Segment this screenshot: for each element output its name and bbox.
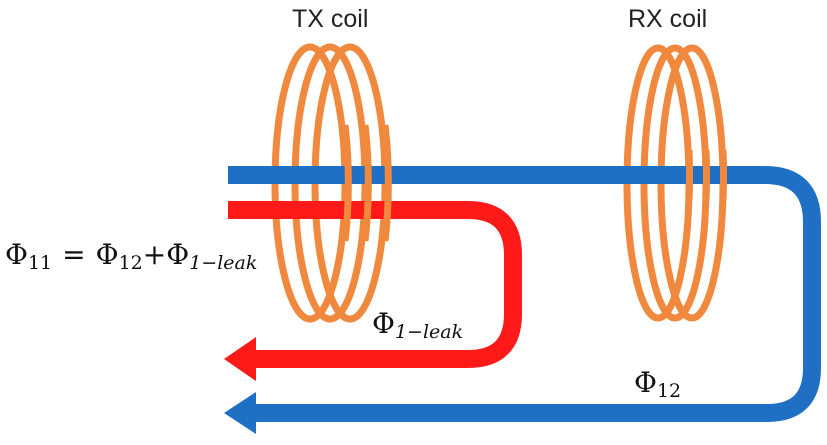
rx-coil bbox=[685, 149, 728, 201]
leak-flux-path bbox=[224, 201, 522, 381]
tx-coil-label: TX coil bbox=[292, 5, 368, 33]
mutual-flux-label: Φ12 bbox=[634, 366, 681, 402]
phi-11-subscript: 11 bbox=[28, 252, 52, 274]
phi-11-symbol: Φ bbox=[5, 238, 28, 271]
mutual-flux-subscript: 12 bbox=[657, 380, 681, 402]
rx-coil-label: RX coil bbox=[628, 5, 707, 33]
mutual-flux-path bbox=[224, 166, 821, 434]
mutual-flux-arrowhead bbox=[224, 392, 256, 434]
phi-12-symbol: Φ bbox=[96, 238, 119, 271]
phi-12-subscript: 12 bbox=[119, 252, 143, 274]
flux-equation: Φ11=Φ12+Φ1−leak bbox=[5, 238, 257, 274]
leak-flux-symbol: Φ bbox=[372, 307, 395, 340]
plus-sign: + bbox=[143, 238, 166, 271]
phi-leak-symbol: Φ bbox=[166, 238, 189, 271]
phi-leak-subscript: 1−leak bbox=[189, 252, 257, 274]
equals-sign: = bbox=[62, 238, 85, 271]
leak-flux-label: Φ1−leak bbox=[372, 307, 463, 343]
tx-coil bbox=[341, 124, 392, 242]
mutual-flux-symbol: Φ bbox=[634, 366, 657, 399]
leak-flux-arrowhead bbox=[224, 337, 256, 381]
leak-flux-subscript: 1−leak bbox=[395, 321, 463, 343]
